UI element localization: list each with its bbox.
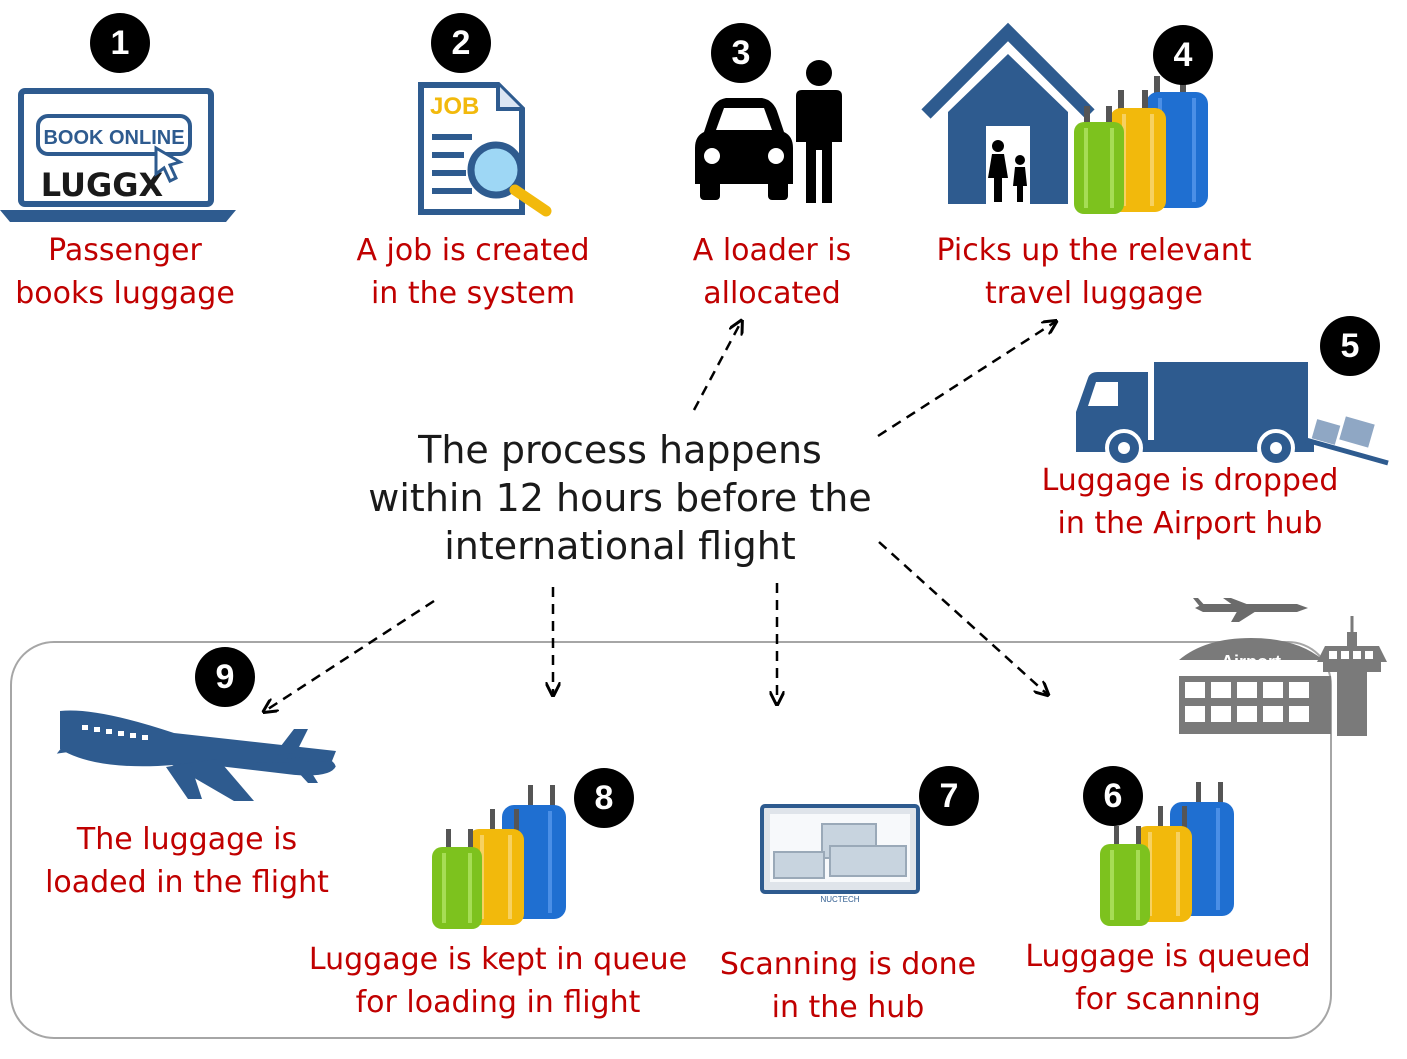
step-1-caption: Passenger books luggage [0,229,250,315]
arrow-to-step-4 [877,322,1055,438]
step-8-caption-line-1: Luggage is kept in queue [308,942,688,977]
step-8-caption: Luggage is kept in queue for loading in … [296,938,700,1024]
step-2-caption-line-2: in the system [370,276,576,311]
car-and-person-icon [695,60,842,203]
airport-building-icon: Airport [1179,598,1387,736]
suitcases-icon-step-8 [432,785,566,929]
step-6-caption-line-2: for scanning [1075,982,1261,1017]
scanner-monitor-icon: NUCTECH [760,804,920,904]
process-timing-statement: The process happens within 12 hours befo… [330,426,910,570]
process-timing-line-2: within 12 hours before the [368,476,872,520]
step-2-badge: 2 [431,13,491,73]
step-4-caption-line-1: Picks up the relevant [936,233,1252,268]
step-7-caption: Scanning is done in the hub [706,943,990,1029]
step-1-caption-line-1: Passenger [48,233,202,268]
step-3-badge: 3 [711,23,771,83]
process-timing-line-1: The process happens [418,428,822,472]
step-6-caption-line-1: Luggage is queued [1025,939,1311,974]
step-9-caption-line-2: loaded in the flight [45,865,329,900]
house-family-luggage-icon [921,22,1208,214]
step-9-caption-line-1: The luggage is [76,822,298,857]
job-document-search-icon: JOB [418,82,552,217]
airport-label: Airport [1221,652,1281,672]
suitcases-icon-step-6 [1100,782,1234,926]
process-timing-line-3: international flight [444,524,796,568]
luggx-logo-text: LUGGX [41,166,164,204]
step-5-badge: 5 [1320,316,1380,376]
step-6-caption: Luggage is queued for scanning [1018,935,1318,1021]
step-5-caption-line-1: Luggage is dropped [1041,463,1339,498]
delivery-truck-icon [1076,362,1389,467]
step-5-caption: Luggage is dropped in the Airport hub [1030,459,1350,545]
step-9-badge: 9 [195,647,255,707]
step-7-caption-line-2: in the hub [771,990,925,1025]
laptop-book-online-icon: BOOK ONLINE LUGGX [0,88,236,222]
arrow-to-step-3 [692,322,741,411]
step-6-badge: 6 [1083,766,1143,826]
step-3-caption-line-1: A loader is [692,233,852,268]
step-3-caption: A loader is allocated [640,229,904,315]
step-2-caption-line-1: A job is created [356,233,590,268]
arrow-to-step-9 [265,599,435,711]
book-online-text: BOOK ONLINE [43,127,184,149]
step-1-caption-line-2: books luggage [15,276,235,311]
job-text: JOB [430,93,479,120]
step-8-badge: 8 [574,768,634,828]
arrow-to-step-6 [878,541,1047,694]
step-8-caption-line-2: for loading in flight [355,985,641,1020]
step-1-badge: 1 [90,13,150,73]
suitcase-green [1074,106,1124,214]
step-5-caption-line-2: in the Airport hub [1057,506,1323,541]
step-3-caption-line-2: allocated [703,276,841,311]
airport-hub-boundary [10,641,1332,1039]
step-7-badge: 7 [919,766,979,826]
step-2-caption: A job is created in the system [333,229,613,315]
step-4-caption-line-2: travel luggage [985,276,1203,311]
nuctech-label: NUCTECH [820,895,859,904]
step-7-caption-line-1: Scanning is done [719,947,977,982]
step-4-caption: Picks up the relevant travel luggage [924,229,1264,315]
airplane-icon [56,710,336,801]
step-4-badge: 4 [1153,25,1213,85]
step-9-caption: The luggage is loaded in the flight [30,818,344,904]
